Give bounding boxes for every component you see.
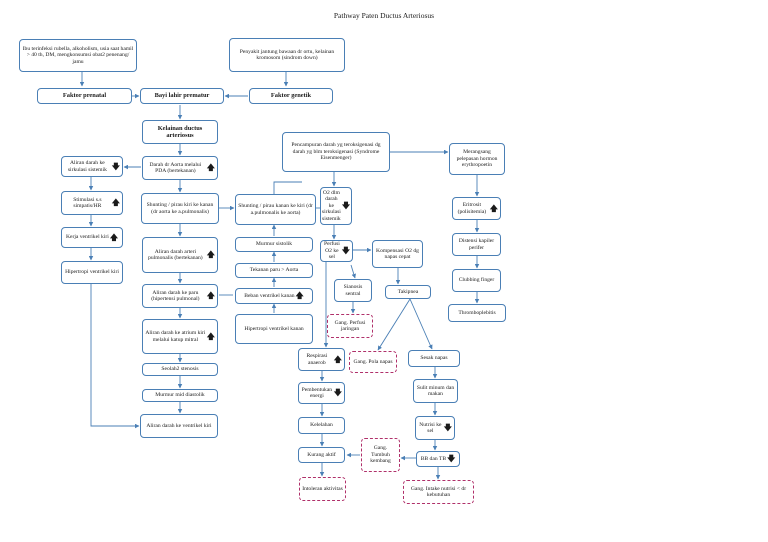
- arrow-down-icon: 🡇: [447, 454, 456, 464]
- label: Darah dr Aorta melalui PDA (bertekanan): [149, 161, 202, 174]
- node-ibu: Ibu terinfeksi rubella, alkoholism, usia…: [19, 39, 137, 72]
- label: Aliran darah ke sirkulasi sistemik: [67, 160, 107, 173]
- node-stimulasi: Stimulasi s.s simpatis/HR 🡅: [61, 191, 123, 215]
- arrow-down-icon: 🡇: [443, 423, 452, 433]
- arrow-up-icon: 🡅: [206, 163, 215, 173]
- arrow-up-icon: 🡅: [206, 250, 215, 260]
- node-pencampuran: Pencampuran darah yg teroksigenasi dg da…: [282, 132, 390, 172]
- label: O2 dlm darah ke sirkulasi sistemik: [321, 189, 341, 222]
- node-sulit: Sulit minum dan makan: [413, 379, 458, 403]
- node-intoleran: Intoleran aktivitas: [299, 477, 346, 501]
- label: Stimulasi s.s simpatis/HR: [73, 196, 102, 209]
- node-kelelahan: Kelelahan: [298, 417, 345, 434]
- node-hipertropi-kanan: Hipertropi ventrikel kanan: [235, 314, 313, 344]
- node-clubbing: Clubbing finger: [452, 269, 501, 292]
- node-bb-tb: BB dan TB🡇: [416, 451, 460, 467]
- arrow-up-icon: 🡅: [333, 354, 342, 364]
- node-faktor-genetik: Faktor genetik: [249, 88, 333, 104]
- node-sianosis: Sianosis sentral: [334, 279, 372, 302]
- arrow-up-icon: 🡅: [111, 198, 120, 208]
- node-aliran-ventrikel: Aliran darah ke ventrikel kiri: [140, 414, 218, 438]
- node-shunting-kiri-kanan: Shunting / pirau kiri ke kanan (dr aorta…: [141, 193, 219, 224]
- node-perfusi: Perfusi O2 ke sel🡇: [320, 240, 353, 262]
- node-kompensasi: Kompensasi O2 dg napas cepat: [372, 240, 423, 268]
- node-darah-aorta: Darah dr Aorta melalui PDA (bertekanan) 🡅: [142, 156, 218, 180]
- label: Nutrisi ke sel: [419, 421, 442, 434]
- arrow-up-icon: 🡅: [295, 291, 304, 301]
- node-aliran-atrium: Aliran darah ke atrium kiri melalui katu…: [142, 319, 218, 354]
- label: Perfusi O2 ke sel: [323, 241, 340, 261]
- node-kurang: Kurang aktif: [298, 447, 345, 463]
- diagram-title: Pathway Paten Ductus Arteriosus: [333, 11, 435, 20]
- arrow-up-icon: 🡅: [206, 331, 215, 341]
- node-aliran-sirkulasi: Aliran darah ke sirkulasi sistemik 🡇: [61, 156, 123, 177]
- node-aliran-arteri: Aliran darah arteri pulmonalis (bertekan…: [142, 237, 218, 273]
- node-gang-perfusi: Gang. Perfusi jaringan: [327, 314, 373, 338]
- arrow-down-icon: 🡇: [333, 388, 342, 398]
- node-takipnea: Takipnea: [385, 285, 431, 299]
- arrow-up-icon: 🡅: [206, 291, 215, 301]
- node-gang-tumbuh: Gang. Tumbuh kembang: [361, 438, 400, 472]
- label: Beban ventrikel kanan: [244, 292, 295, 299]
- label: Pembentukan energi: [301, 386, 333, 399]
- node-o2-dlm: O2 dlm darah ke sirkulasi sistemik🡇: [320, 187, 352, 225]
- node-gang-pola: Gang. Pola napas: [349, 351, 397, 373]
- node-penyakit: Penyakit jantung bawaan dr ortu, kelaina…: [229, 38, 345, 72]
- label: Aliran darah ke paru (hipertensi pulmona…: [151, 289, 200, 302]
- label: Kerja ventrikel kiri: [65, 234, 109, 241]
- label: Eritrosit (polisitemia): [457, 202, 487, 215]
- node-respirasi: Respirasi anaerob 🡅: [298, 348, 345, 371]
- node-merangsang: Merangsang pelepasan hormon erythropoeti…: [449, 143, 505, 175]
- node-shunting-kanan-kiri: Shunting / pirau kanan ke kiri (dr a.pul…: [235, 194, 316, 225]
- node-thrombo: Thromboplebitis: [448, 304, 506, 322]
- node-gang-intake: Gang. Intake nutrisi < dr kebutuhan: [403, 480, 474, 504]
- node-bayi-prematur: Bayi lahir prematur: [140, 88, 224, 104]
- label: Aliran darah arteri pulmonalis (bertekan…: [148, 248, 203, 261]
- node-sesak: Sesak napas: [408, 350, 460, 367]
- node-faktor-prenatal: Faktor prenatal: [37, 88, 132, 104]
- arrow-down-icon: 🡇: [341, 246, 350, 256]
- arrow-up-icon: 🡅: [489, 203, 498, 213]
- node-kerja: Kerja ventrikel kiri🡅: [61, 227, 123, 248]
- node-hipertropi-kiri: Hipertropi ventrikel kiri: [61, 261, 123, 284]
- node-nutrisi: Nutrisi ke sel🡇: [415, 416, 455, 440]
- node-eritrosit: Eritrosit (polisitemia)🡅: [452, 197, 501, 220]
- node-distensi: Distensi kapiler perifer: [452, 233, 501, 256]
- label: BB dan TB: [420, 455, 447, 462]
- node-beban: Beban ventrikel kanan🡅: [235, 288, 313, 304]
- node-aliran-paru: Aliran darah ke paru (hipertensi pulmona…: [142, 284, 218, 308]
- node-murmur-sistolik: Murmur sistolik: [235, 237, 313, 252]
- node-tekanan: Tekanan paru > Aorta: [235, 263, 313, 278]
- node-murmur-mid: Murmur mid diastolik: [142, 389, 218, 402]
- label: Respirasi anaerob: [306, 353, 328, 366]
- arrow-down-icon: 🡇: [341, 201, 351, 211]
- arrow-down-icon: 🡇: [111, 161, 120, 171]
- label: Aliran darah ke atrium kiri melalui katu…: [145, 330, 206, 343]
- arrow-up-icon: 🡅: [109, 232, 119, 242]
- node-seolah: Seolah2 stenosis: [142, 363, 218, 376]
- node-kelainan: Kelainan ductus arteriosus: [142, 120, 218, 144]
- node-pembentukan: Pembentukan energi🡇: [298, 382, 345, 404]
